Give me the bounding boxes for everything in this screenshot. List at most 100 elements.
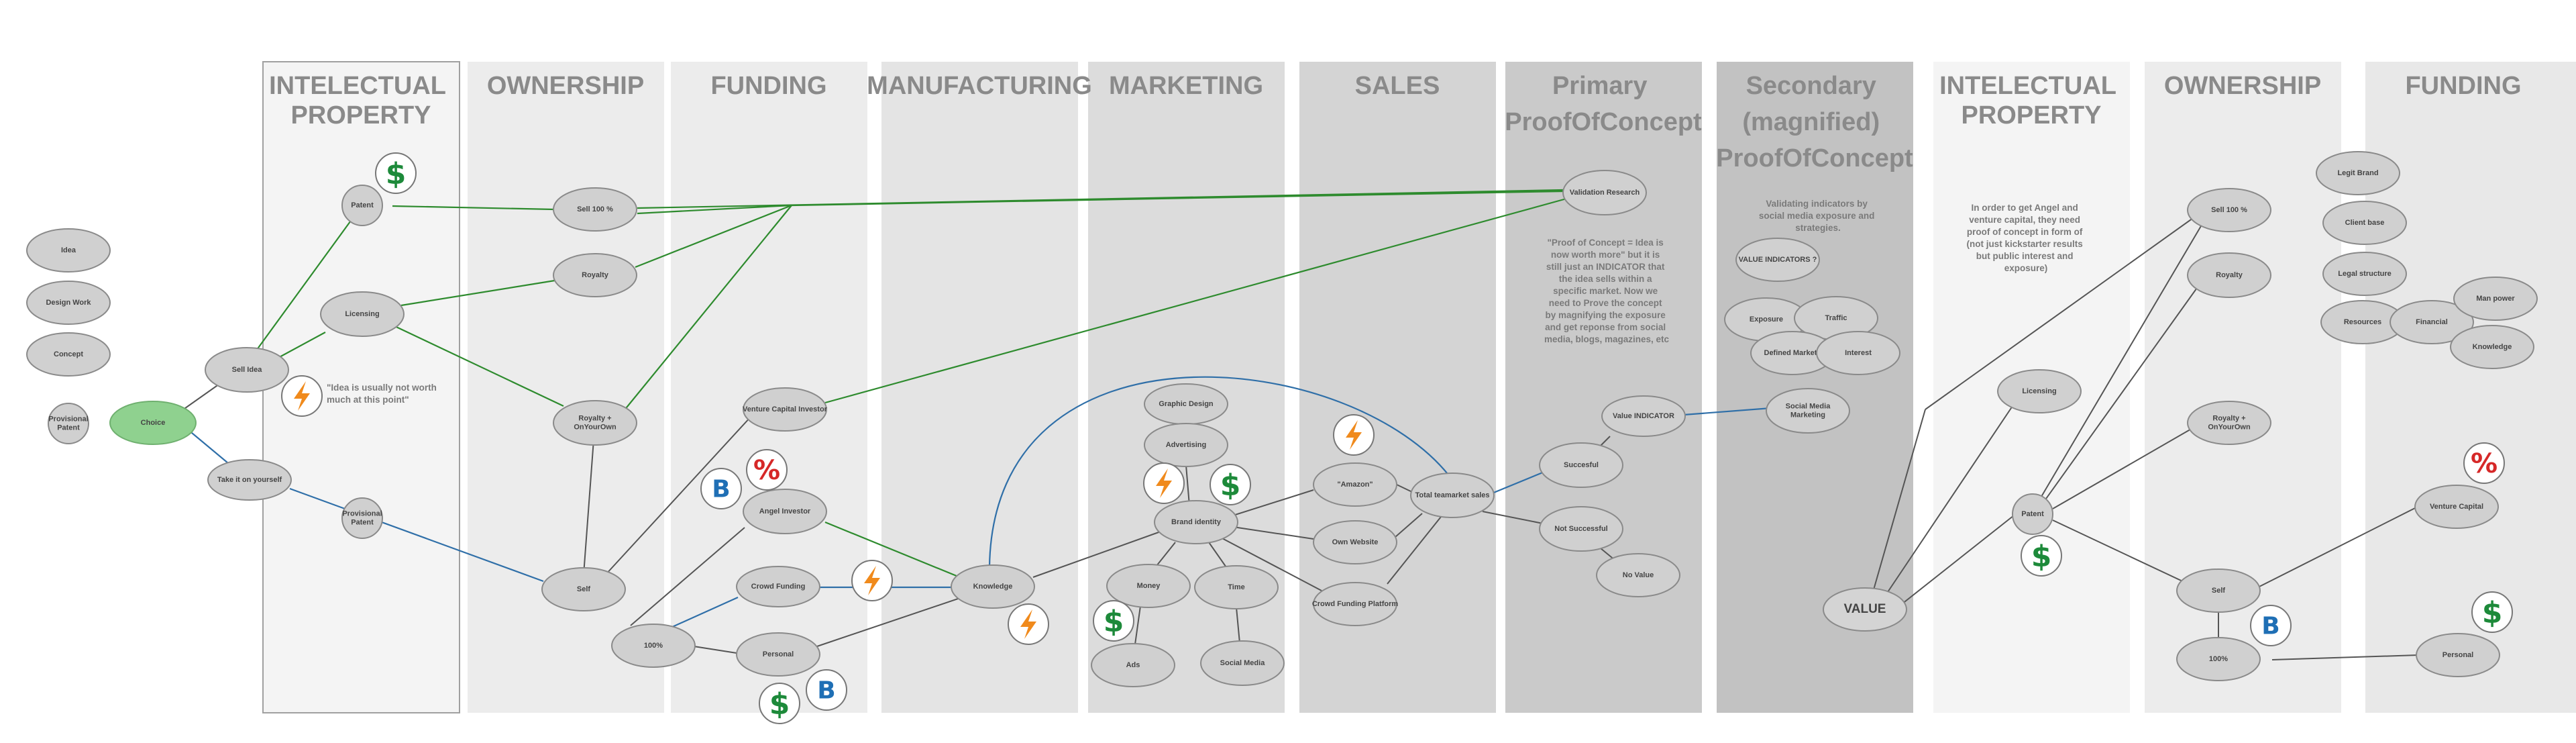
node-amazon-label: "Amazon" (1337, 481, 1373, 489)
node-crowd: Crowd Funding (736, 566, 820, 607)
node-amazon-shape (1313, 462, 1397, 507)
node-time-label: Time (1228, 583, 1244, 591)
edge-brand-crowdplat (1219, 536, 1322, 591)
node-self-shape (541, 567, 626, 611)
note-validating: Validating indicators by social media ex… (1759, 199, 1877, 233)
node-patent2-label: Patent (2021, 510, 2044, 518)
node-valueind-shape (1601, 395, 1686, 437)
edge-patent2-sell1002 (2039, 221, 2204, 501)
node-novalue-label: No Value (1623, 571, 1654, 579)
column-title-ip2: INTELECTUAL PROPERTY (1939, 72, 2123, 130)
node-valueinds: VALUE INDICATORS ? (1735, 238, 1820, 282)
edge-brand-time (1208, 542, 1228, 570)
node-royalty-label: Royalty (582, 271, 609, 279)
node-social-label: Social Media (1220, 659, 1266, 667)
node-design-label: Design Work (46, 299, 91, 307)
node-pct100: 100% (611, 624, 696, 668)
node-value: VALUE (1823, 587, 1907, 632)
node-financial: Financial (2390, 300, 2474, 344)
node-idea-shape (26, 228, 111, 273)
node-self2-label: Self (2212, 587, 2226, 595)
edge-crowdplat-total (1387, 516, 1442, 585)
node-novalue-shape (1596, 553, 1680, 597)
node-pct1002-label: 100% (2209, 655, 2228, 663)
node-ownweb-shape (1313, 520, 1397, 564)
node-idea: Idea (26, 228, 111, 273)
node-validation: Validation Research (1562, 170, 1647, 215)
node-royalty2-label: Royalty (2216, 271, 2243, 279)
bolt-badge-icon (1333, 414, 1375, 456)
node-advertising-shape (1144, 423, 1228, 467)
edge-royaltyown-hub (623, 205, 792, 411)
node-crowdplat: Crowd Funding Platform (1312, 582, 1399, 626)
column-title-own1: OWNERSHIP (487, 72, 644, 100)
edge-self-vci (604, 415, 752, 576)
bolt-badge-icon (281, 375, 323, 417)
node-vci-label: Venture Capital Investor (743, 405, 828, 413)
node-successful-label: Succesful (1564, 461, 1599, 469)
edge-successful-valueind (1599, 436, 1611, 447)
node-takeit-label: Take it on yourself (217, 476, 282, 484)
node-personal2: Personal (2416, 633, 2500, 677)
node-legit-shape (2316, 151, 2400, 195)
node-licensing: Licensing (320, 291, 405, 337)
node-social: Social Media (1200, 640, 1285, 686)
node-validation-label: Validation Research (1570, 189, 1640, 197)
node-idea-label: Idea (61, 246, 76, 254)
dollar-icon: $ (386, 157, 407, 191)
b-icon: B (817, 677, 835, 705)
node-advertising: Advertising (1144, 423, 1228, 467)
node-client-shape (2322, 201, 2407, 245)
edge-takeit-self (289, 487, 544, 583)
dollar-badge-icon: $ (375, 152, 417, 194)
node-royalty: Royalty (553, 253, 637, 297)
node-crowd-label: Crowd Funding (751, 583, 806, 591)
node-sellidea-shape (205, 347, 289, 393)
node-advertising-label: Advertising (1166, 441, 1207, 449)
edge-pct100-personal (689, 645, 737, 654)
node-pct100-shape (611, 624, 696, 668)
node-financial-shape (2390, 300, 2474, 344)
node-valueinds-shape (1735, 238, 1820, 282)
node-crowdplat-label: Crowd Funding Platform (1312, 600, 1399, 608)
node-manpower-shape (2453, 277, 2538, 321)
node-takeit-shape (207, 459, 292, 501)
bolt-icon (294, 381, 310, 411)
edge-knowledge-brand (1032, 531, 1161, 578)
node-money-shape (1106, 564, 1191, 608)
node-knowledge-shape (951, 564, 1035, 609)
node-design: Design Work (26, 281, 111, 325)
node-vc2-shape (2414, 485, 2499, 529)
node-concept: Concept (26, 332, 111, 377)
edge-value-licensing2 (1884, 405, 2013, 597)
edge-royalty-hub (635, 204, 792, 268)
column-title-mark: MARKETING (1109, 72, 1263, 100)
column-title-ip1: INTELECTUAL PROPERTY (269, 72, 453, 130)
percent-icon: % (2471, 448, 2498, 479)
edge-pct100-crowd (670, 596, 739, 629)
edge-choice-takeit (187, 429, 229, 464)
edge-self2-vc2 (2253, 507, 2417, 590)
node-brand: Brand identity (1154, 500, 1238, 544)
node-royaltyown2: Royalty +OnYourOwn (2187, 401, 2271, 445)
node-self: Self (541, 567, 626, 611)
column-ppoc-bg (1505, 62, 1702, 713)
node-vc2: Venture Capital (2414, 485, 2499, 529)
percent-badge-icon: % (746, 449, 788, 491)
dollar-badge-icon: $ (1093, 600, 1134, 642)
node-brand-label: Brand identity (1171, 518, 1222, 526)
column-title-manu: MANUFACTURING (867, 72, 1092, 100)
node-patent-label: Patent (351, 201, 374, 209)
b-badge-icon: B (2250, 605, 2292, 646)
edge-amazon-total (1396, 484, 1413, 493)
node-time: Time (1194, 565, 1279, 609)
node-choice: Choice (109, 401, 197, 445)
node-manpower: Man power (2453, 277, 2538, 321)
edge-time-social (1236, 607, 1240, 644)
edge-royaltyown-self (583, 439, 594, 575)
node-concept-shape (26, 332, 111, 377)
node-interest-label: Interest (1845, 349, 1872, 357)
